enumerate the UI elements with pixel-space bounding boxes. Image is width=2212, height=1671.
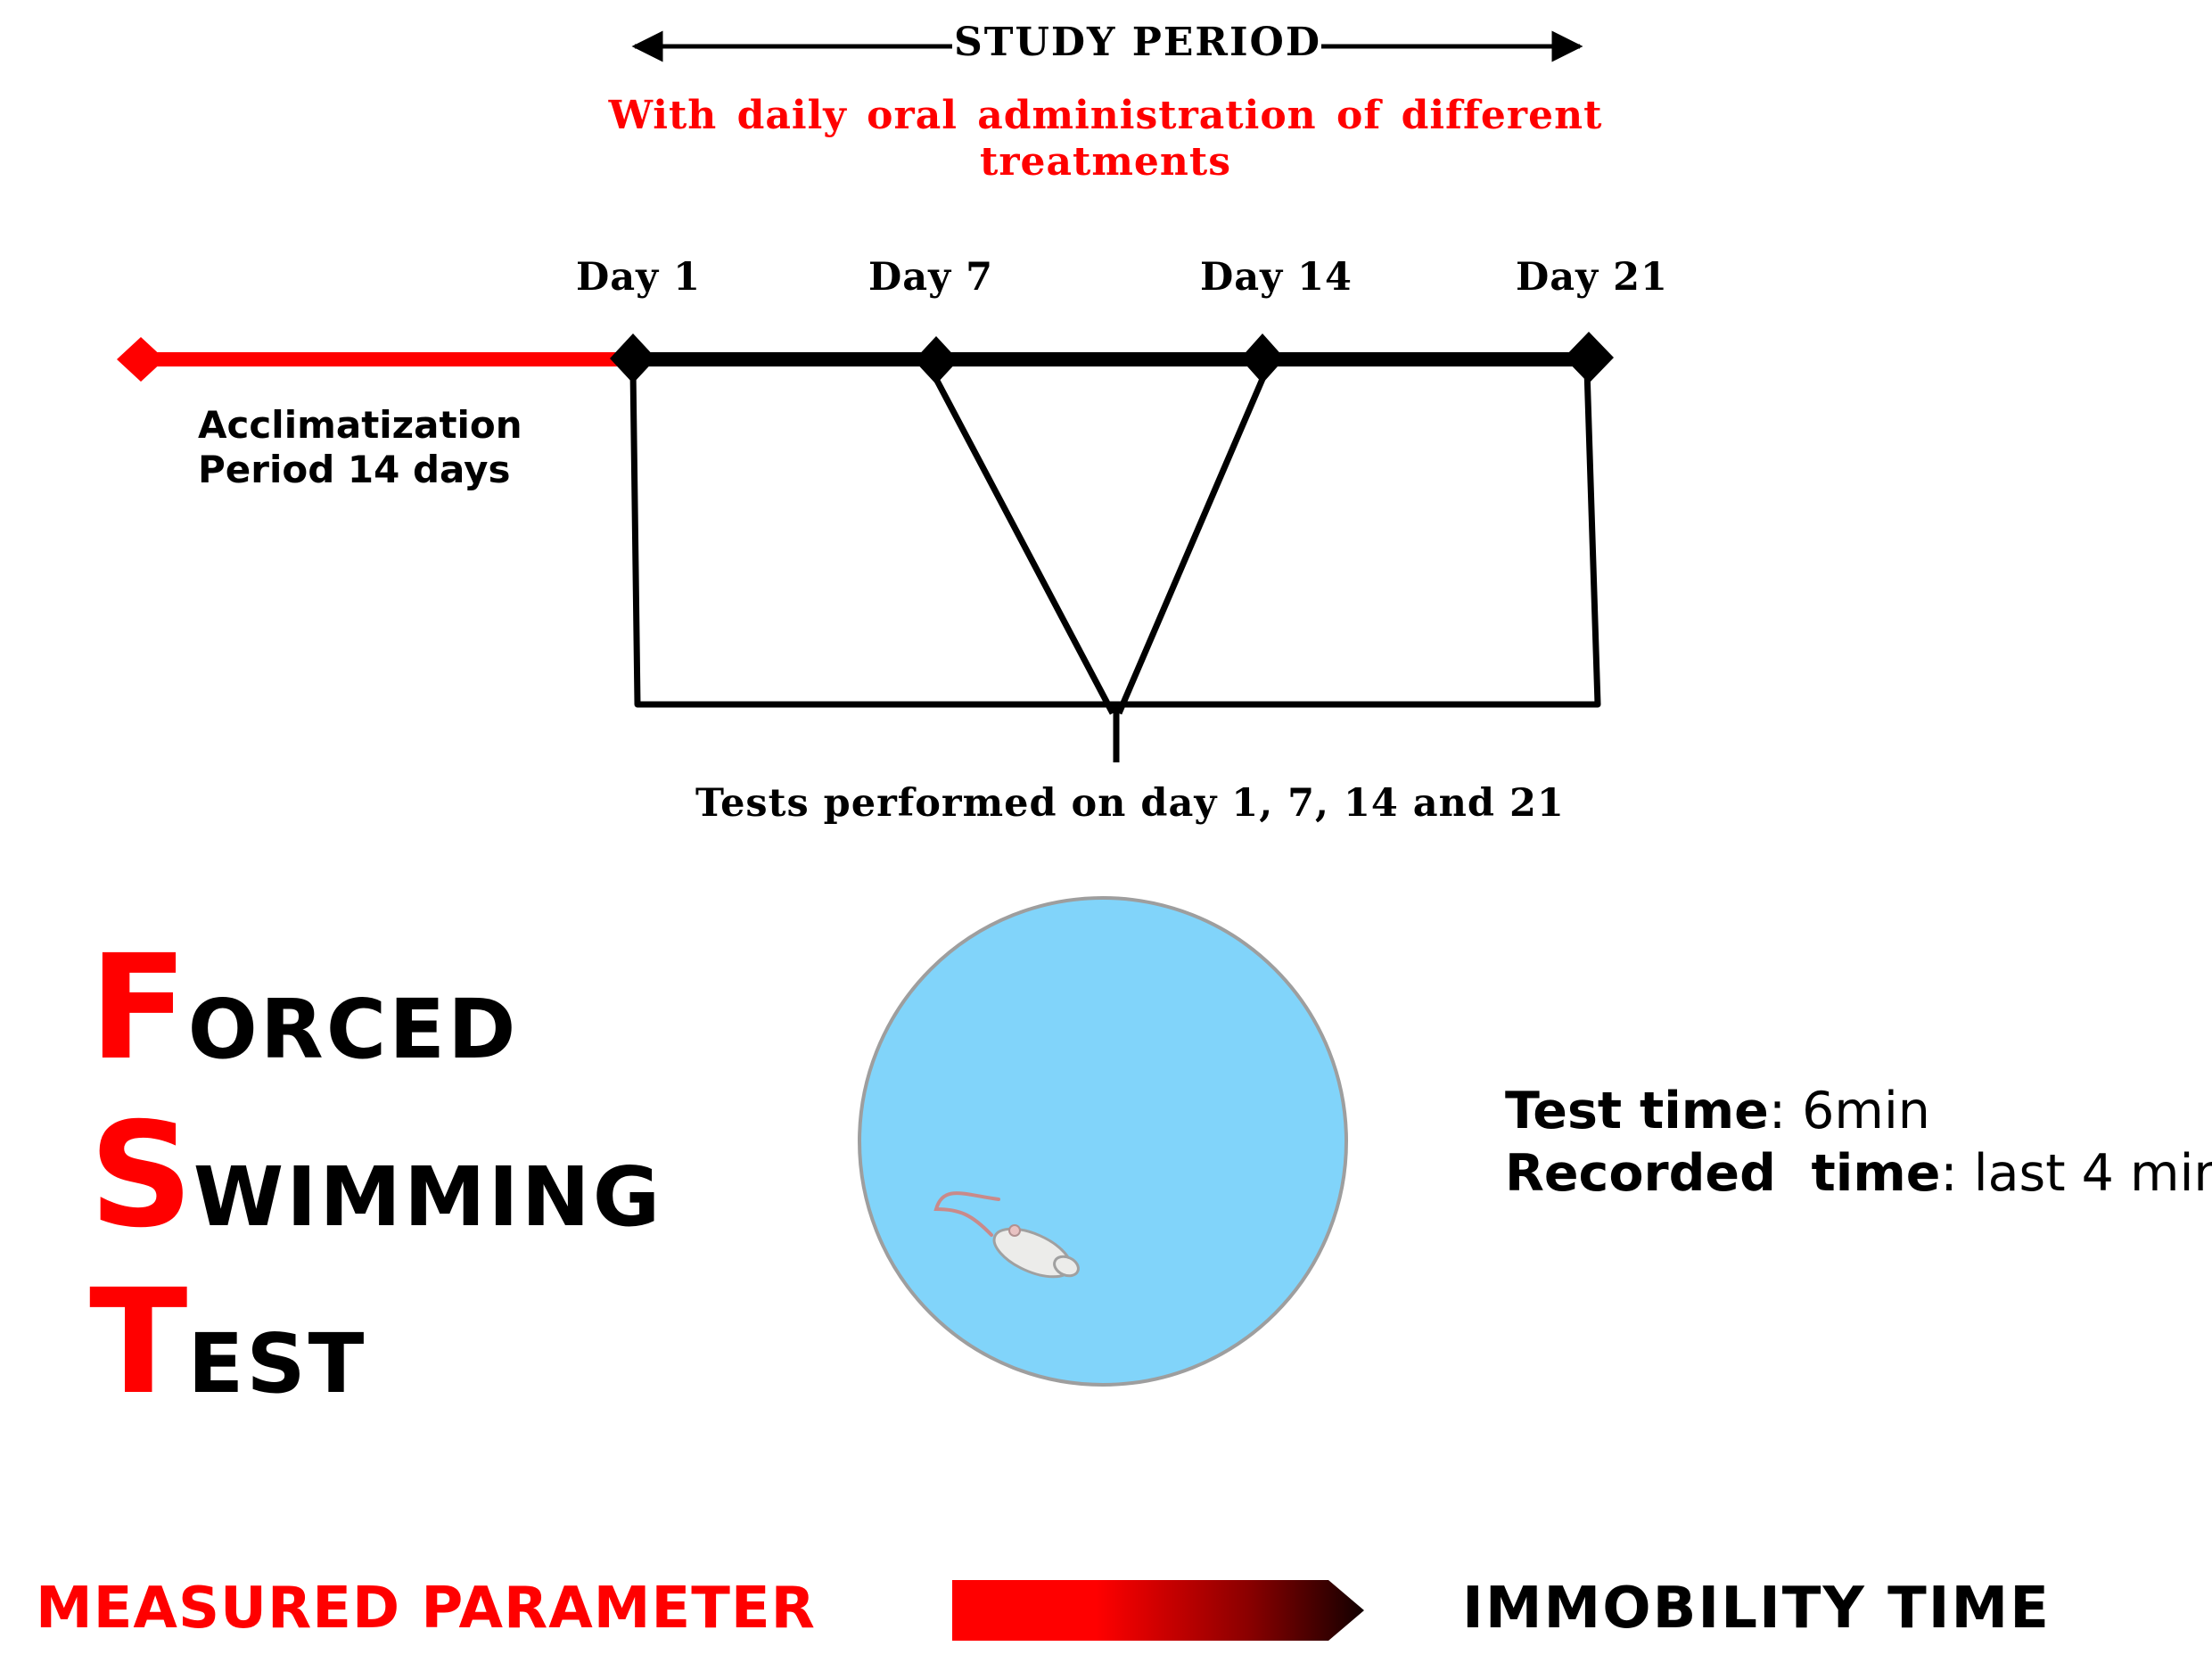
recorded-time-label: Recorded time: [1505, 1144, 1941, 1203]
day-7-marker: [914, 336, 958, 384]
fst-title-swimming: SWIMMING: [89, 1104, 662, 1248]
test-time-label: Test time: [1505, 1082, 1769, 1140]
day-1-marker: [610, 333, 656, 383]
fst-rest-wimming: WIMMING: [193, 1149, 663, 1245]
fst-rest-orced: ORCED: [187, 982, 519, 1077]
acclimatization-start-marker: [117, 337, 165, 382]
measured-parameter-label: MEASURED PARAMETER: [36, 1576, 816, 1642]
recorded-time-info: Recorded time: last 4 min: [1505, 1148, 2212, 1199]
day-label-1: Day 1: [576, 255, 702, 300]
recorded-time-value: : last 4 min: [1940, 1144, 2212, 1203]
arrow-gradient-icon: [952, 1580, 1364, 1641]
test-time-info: Test time: 6min: [1505, 1086, 1930, 1137]
test-days-bracket: [629, 369, 1601, 762]
mouse-icon: [933, 1191, 1080, 1279]
fst-rest-est: EST: [187, 1316, 367, 1412]
day-label-21: Day 21: [1516, 255, 1668, 300]
fst-initial-s: S: [89, 1092, 193, 1260]
immobility-time-label: IMMOBILITY TIME: [1462, 1576, 2051, 1642]
fst-initial-f: F: [89, 925, 188, 1092]
day-label-7: Day 7: [868, 255, 994, 300]
day-21-marker: [1564, 332, 1614, 383]
study-period-subtitle: With daily oral administration of differ…: [608, 93, 1603, 185]
day-label-14: Day 14: [1200, 255, 1353, 300]
fst-title-test: TEST: [89, 1271, 366, 1415]
study-period-title: STUDY PERIOD: [954, 20, 1322, 65]
acclimatization-label: Acclimatization Period 14 days: [198, 403, 522, 491]
swimming-tank: [858, 896, 1348, 1387]
fst-title-forced: FORCED: [89, 936, 518, 1081]
tests-note: Tests performed on day 1, 7, 14 and 21: [695, 781, 1565, 826]
test-time-value: : 6min: [1768, 1082, 1930, 1140]
day-14-marker: [1240, 333, 1285, 383]
fst-initial-t: T: [89, 1259, 188, 1427]
